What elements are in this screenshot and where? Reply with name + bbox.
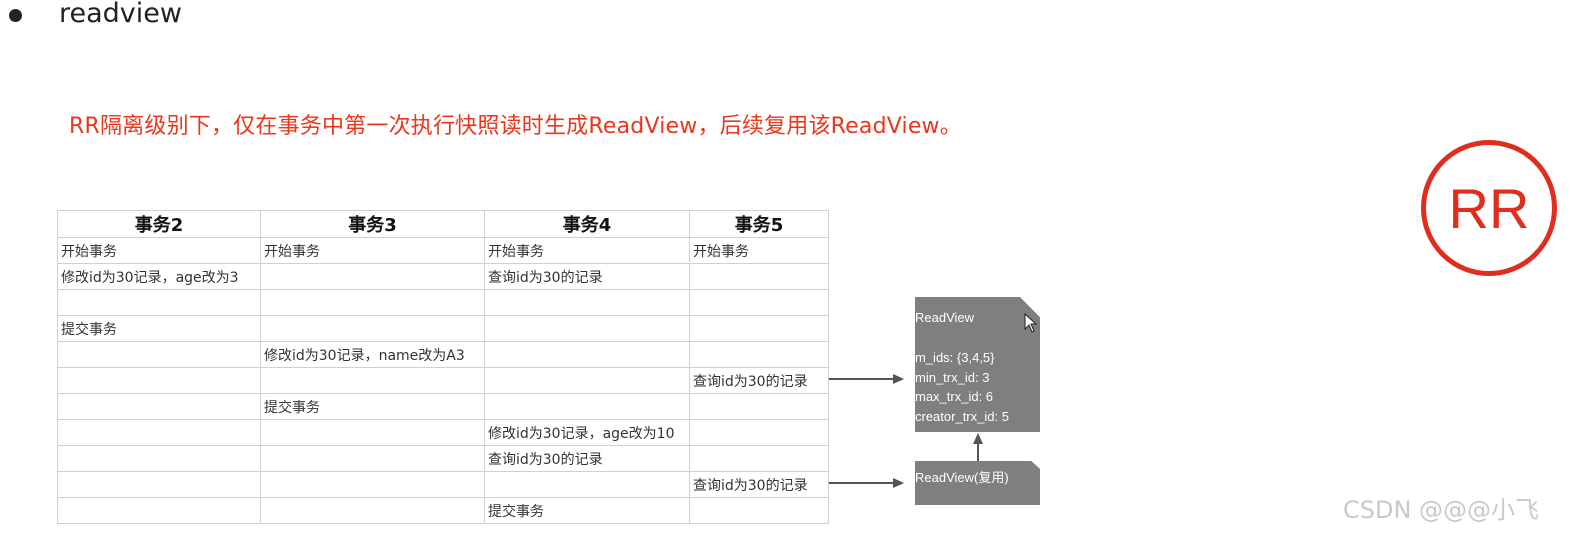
table-cell: 查询id为30的记录 <box>689 471 829 498</box>
table-row: 查询id为30的记录 <box>57 367 829 394</box>
table-cell: 开始事务 <box>57 237 261 264</box>
table-cell <box>260 289 485 316</box>
table-row: 提交事务 <box>57 497 829 524</box>
arrow-reuse-up <box>973 433 983 461</box>
table-cell: 修改id为30记录，name改为A3 <box>260 341 485 368</box>
header-tx2: 事务2 <box>57 210 261 238</box>
table-row: 查询id为30的记录 <box>57 445 829 472</box>
table-cell: 开始事务 <box>260 237 485 264</box>
table-cell <box>260 367 485 394</box>
table-cell <box>260 315 485 342</box>
table-cell <box>260 419 485 446</box>
table-cell <box>57 367 261 394</box>
readview-creator-trx-id: creator_trx_id: 5 <box>915 408 1009 424</box>
readview-reuse-box: ReadView(复用) <box>915 461 1040 505</box>
rr-badge: RR <box>1421 140 1557 276</box>
table-cell: 修改id为30记录，age改为3 <box>57 263 261 290</box>
table-cell <box>57 497 261 524</box>
table-row: 提交事务 <box>57 393 829 420</box>
table-cell <box>260 497 485 524</box>
table-cell: 提交事务 <box>260 393 485 420</box>
table-cell: 查询id为30的记录 <box>484 445 690 472</box>
table-cell <box>484 289 690 316</box>
table-cell <box>689 289 829 316</box>
table-cell <box>57 341 261 368</box>
header-tx5: 事务5 <box>689 210 829 238</box>
table-cell <box>484 367 690 394</box>
table-cell <box>689 315 829 342</box>
table-cell <box>689 393 829 420</box>
table-header-row: 事务2 事务3 事务4 事务5 <box>57 210 829 238</box>
arrow-to-readview <box>829 374 904 384</box>
watermark: CSDN @@@小飞 <box>1343 496 1540 524</box>
table-row: 修改id为30记录，age改为3 查询id为30的记录 <box>57 263 829 290</box>
table-row <box>57 289 829 316</box>
table-row: 查询id为30的记录 <box>57 471 829 498</box>
readview-m-ids: m_ids: {3,4,5} <box>915 350 995 365</box>
page-title: readview <box>59 0 182 29</box>
table-cell <box>689 497 829 524</box>
note-text: RR隔离级别下，仅在事务中第一次执行快照读时生成ReadView，后续复用该Re… <box>69 114 962 139</box>
table-cell: 查询id为30的记录 <box>484 263 690 290</box>
table-cell <box>484 315 690 342</box>
table-cell <box>57 393 261 420</box>
table-cell <box>260 445 485 472</box>
header-tx4: 事务4 <box>484 210 690 238</box>
table-cell: 修改id为30记录，age改为10 <box>484 419 690 446</box>
table-cell <box>484 393 690 420</box>
readview-box: ReadView m_ids: {3,4,5} min_trx_id: 3 ma… <box>915 297 1040 432</box>
table-cell: 提交事务 <box>484 497 690 524</box>
table-cell: 开始事务 <box>484 237 690 264</box>
table-row: 修改id为30记录，name改为A3 <box>57 341 829 368</box>
table-cell <box>484 341 690 368</box>
bullet-dot <box>9 9 22 22</box>
table-cell <box>57 289 261 316</box>
readview-min-trx-id: min_trx_id: 3 <box>915 369 990 385</box>
readview-title: ReadView <box>915 310 975 325</box>
readview-fields: m_ids: {3,4,5} min_trx_id: 3 max_trx_id:… <box>915 348 1009 426</box>
table-cell: 开始事务 <box>689 237 829 264</box>
table-cell: 提交事务 <box>57 315 261 342</box>
table-cell <box>689 263 829 290</box>
readview-max-trx-id: max_trx_id: 6 <box>915 389 994 404</box>
table-cell <box>260 263 485 290</box>
transaction-table: 事务2 事务3 事务4 事务5 开始事务开始事务开始事务开始事务修改id为30记… <box>57 210 829 524</box>
arrow-to-readview-reuse <box>829 478 904 488</box>
table-cell <box>689 341 829 368</box>
table-cell: 查询id为30的记录 <box>689 367 829 394</box>
table-cell <box>689 419 829 446</box>
table-row: 修改id为30记录，age改为10 <box>57 419 829 446</box>
table-cell <box>57 419 261 446</box>
readview-reuse-label: ReadView(复用) <box>915 470 1009 485</box>
table-cell <box>689 445 829 472</box>
table-cell <box>57 445 261 472</box>
table-cell <box>484 471 690 498</box>
table-row: 开始事务开始事务开始事务开始事务 <box>57 237 829 264</box>
table-row: 提交事务 <box>57 315 829 342</box>
header-tx3: 事务3 <box>260 210 485 238</box>
mouse-cursor-icon <box>1024 313 1038 333</box>
table-cell <box>260 471 485 498</box>
rr-badge-label: RR <box>1448 176 1530 240</box>
table-cell <box>57 471 261 498</box>
